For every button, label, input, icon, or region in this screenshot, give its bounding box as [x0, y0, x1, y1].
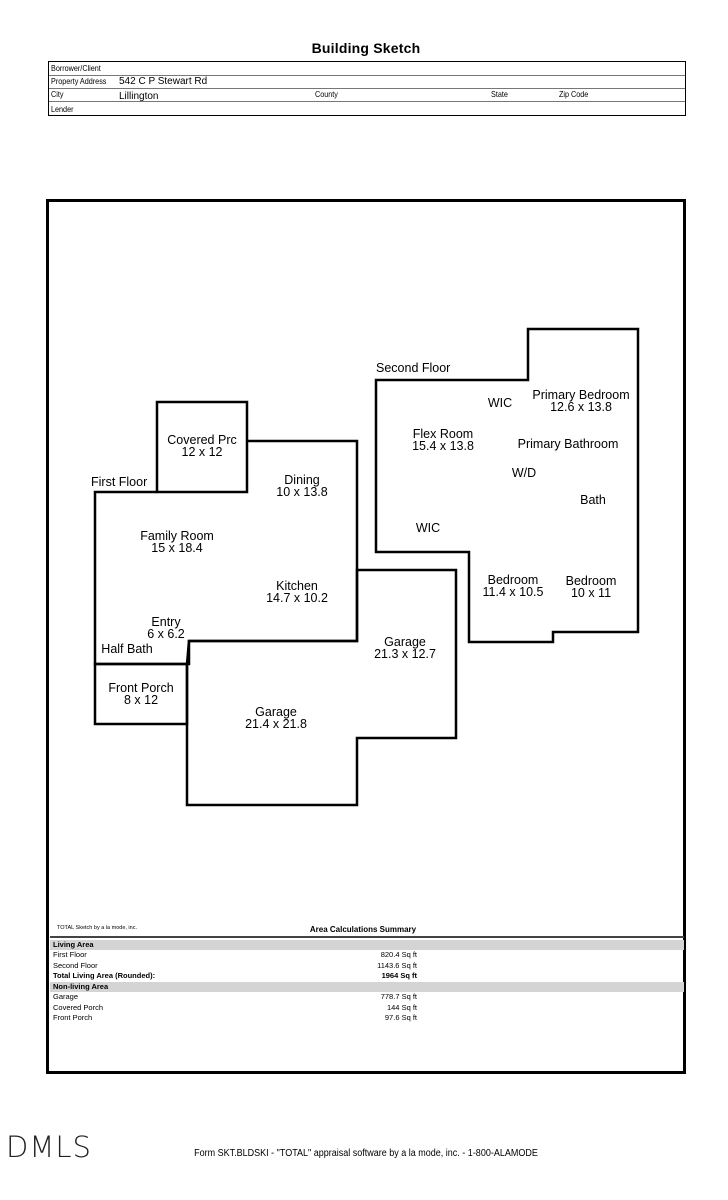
- sketch-credit: TOTAL Sketch by a la mode, inc.: [57, 925, 137, 931]
- room-name: Primary Bedroom: [532, 388, 630, 402]
- summary-row: Covered Porch 144 Sq ft: [53, 1003, 417, 1012]
- borrower-label: Borrower/Client: [51, 63, 101, 73]
- room-wic-bottom: WIC: [415, 521, 441, 535]
- address-label: Property Address: [51, 76, 107, 86]
- sketch-frame: [46, 199, 686, 1074]
- living-area-header: Living Area: [50, 940, 684, 950]
- room-dims: 10 x 13.8: [276, 485, 328, 499]
- room-dims: 14.7 x 10.2: [266, 591, 328, 605]
- summary-row: Front Porch 97.6 Sq ft: [53, 1013, 417, 1022]
- page-title: Building Sketch: [311, 40, 421, 56]
- room-wic-top: WIC: [487, 396, 513, 410]
- second-floor-label: Second Floor: [376, 361, 451, 375]
- room-family-room: Family Room 15 x 18.4: [140, 529, 214, 555]
- room-name: Flex Room: [412, 427, 474, 441]
- room-name: W/D: [511, 466, 537, 480]
- room-name: Dining: [284, 473, 320, 487]
- room-primary-bathroom: Primary Bathroom: [517, 437, 619, 451]
- total-living-row: Total Living Area (Rounded): 1964 Sq ft: [53, 971, 417, 980]
- room-half-bath: Half Bath: [101, 642, 153, 656]
- room-name: Garage: [255, 705, 297, 719]
- room-dims: 10 x 11: [570, 586, 612, 600]
- zip-label: Zip Code: [559, 89, 589, 99]
- non-living-area-header: Non-living Area: [50, 982, 684, 992]
- property-header-table: Borrower/Client Property Address 542 C P…: [48, 61, 686, 116]
- room-dims: 15 x 18.4: [151, 541, 203, 555]
- room-dims: 11.4 x 10.5: [482, 585, 544, 599]
- borrower-row: Borrower/Client: [49, 62, 685, 76]
- room-name: Kitchen: [276, 579, 318, 593]
- room-dims: 12.6 x 13.8: [550, 400, 612, 414]
- room-bedroom-left: Bedroom 11.4 x 10.5: [482, 573, 544, 599]
- room-entry: Entry 6 x 6.2: [147, 615, 185, 641]
- room-primary-bedroom: Primary Bedroom 12.6 x 13.8: [532, 388, 630, 414]
- form-footer: Form SKT.BLDSKI - "TOTAL" appraisal soft…: [194, 1148, 538, 1159]
- lender-label: Lender: [51, 104, 74, 114]
- room-name: Covered Prc: [167, 433, 237, 447]
- summary-divider: [50, 936, 684, 938]
- room-dims: 15.4 x 13.8: [412, 439, 474, 453]
- room-bath: Bath: [580, 493, 606, 507]
- room-kitchen: Kitchen 14.7 x 10.2: [266, 579, 328, 605]
- summary-row: Garage 778.7 Sq ft: [53, 992, 417, 1001]
- room-front-porch: Front Porch 8 x 12: [108, 681, 174, 707]
- room-name: WIC: [415, 521, 441, 535]
- room-dims: 6 x 6.2: [147, 627, 185, 641]
- garage-outline: [185, 568, 458, 807]
- room-dims: 12 x 12: [181, 445, 223, 459]
- room-name: Bedroom: [487, 573, 539, 587]
- room-dining: Dining 10 x 13.8: [276, 473, 328, 499]
- state-label: State: [491, 89, 508, 99]
- room-name: Garage: [384, 635, 426, 649]
- room-dims: 21.4 x 21.8: [245, 717, 307, 731]
- room-bedroom-right: Bedroom 10 x 11: [565, 574, 617, 600]
- covered-porch-outline: [155, 400, 249, 494]
- city-value: Lillington: [119, 91, 159, 102]
- room-name: WIC: [487, 396, 513, 410]
- city-label: City: [51, 89, 64, 99]
- room-flex-room: Flex Room 15.4 x 13.8: [412, 427, 474, 453]
- room-name: Entry: [151, 615, 181, 629]
- first-floor-label: First Floor: [91, 475, 148, 489]
- room-garage-upper: Garage 21.3 x 12.7: [374, 635, 436, 661]
- room-garage-main: Garage 21.4 x 21.8: [245, 705, 307, 731]
- area-summary-title: Area Calculations Summary: [309, 925, 417, 934]
- room-dims: 8 x 12: [123, 693, 159, 707]
- room-name: Primary Bathroom: [517, 437, 619, 451]
- room-name: Front Porch: [108, 681, 174, 695]
- room-name: Half Bath: [101, 642, 153, 656]
- summary-row: First Floor 820.4 Sq ft: [53, 950, 417, 959]
- room-covered-prc: Covered Prc 12 x 12: [167, 433, 237, 459]
- room-name: Bath: [580, 493, 606, 507]
- room-name: Bedroom: [565, 574, 617, 588]
- address-row: Property Address 542 C P Stewart Rd: [49, 75, 685, 89]
- county-label: County: [315, 89, 338, 99]
- room-dims: 21.3 x 12.7: [374, 647, 436, 661]
- room-wd: W/D: [511, 466, 537, 480]
- room-name: Family Room: [140, 529, 214, 543]
- lender-row: Lender: [49, 103, 685, 116]
- summary-row: Second Floor 1143.6 Sq ft: [53, 961, 417, 970]
- address-value: 542 C P Stewart Rd: [119, 76, 208, 87]
- city-row: City Lillington County State Zip Code: [49, 88, 685, 102]
- dmls-logo: DMLS: [6, 1130, 92, 1164]
- second-floor-outline: [374, 327, 640, 644]
